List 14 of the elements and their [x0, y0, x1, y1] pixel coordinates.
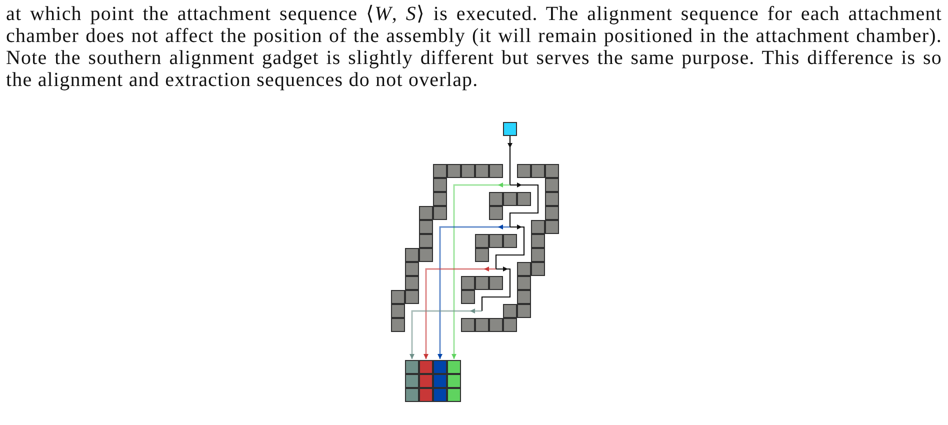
- tile-column: [447, 360, 461, 402]
- arrow: [410, 308, 482, 359]
- tile-column: [419, 360, 433, 402]
- paragraph-text: at which point the attachment sequence ⟨W, S⟩ is executed. The alignment sequence for each attachment chamber does not affect the position of the assembly (it will remain positioned in the attachment chamber). Note the southern alignment gadget is slightly different but serves the same purpose. This difference is so the alignment and extraction sequences do not overlap.: [6, 3, 942, 91]
- arrow: [424, 266, 496, 359]
- arrow: [438, 224, 510, 359]
- seed-tile: [503, 122, 517, 136]
- arrow: [481, 266, 511, 311]
- tile-column: [405, 360, 419, 402]
- arrow: [509, 182, 539, 227]
- arrow: [452, 182, 510, 359]
- arrow: [495, 224, 525, 269]
- tile-column: [433, 360, 447, 402]
- arrow: [508, 136, 512, 186]
